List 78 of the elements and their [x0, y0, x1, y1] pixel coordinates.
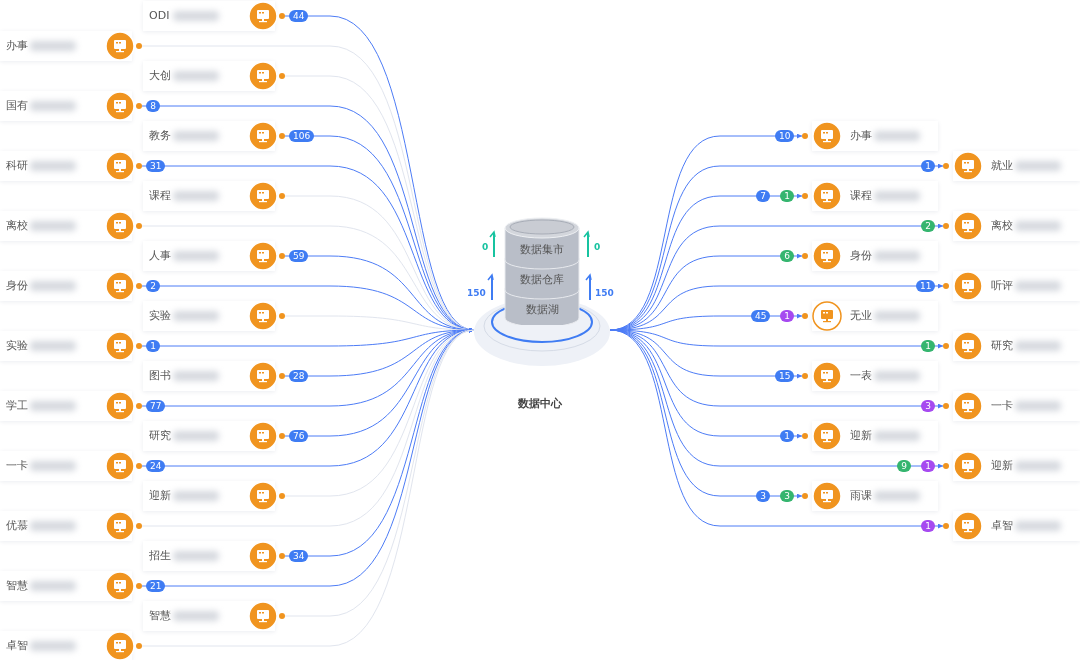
count-badge: 3 [921, 400, 935, 412]
system-name: 听评 [991, 278, 1013, 294]
count-badge: 59 [289, 250, 309, 262]
system-name: 一卡 [991, 398, 1013, 414]
system-name: 就业 [991, 158, 1013, 174]
count-badge: 6 [780, 250, 794, 262]
count-label: 0 [594, 242, 601, 252]
system-name: 迎新 [149, 488, 171, 504]
system-name: 国有 [6, 98, 28, 114]
connector-line [141, 329, 475, 647]
system-name: 身份 [6, 278, 28, 294]
count-badge: 2 [921, 220, 935, 232]
count-badge: 34 [289, 550, 309, 562]
system-name: 智慧 [149, 608, 171, 624]
system-name: 卓智 [6, 638, 28, 654]
system-name: 优慕 [6, 518, 28, 534]
count-badge: 9 [897, 460, 911, 472]
system-name: 研究 [991, 338, 1013, 354]
system-name: 图书 [149, 368, 171, 384]
count-badge: 1 [921, 160, 935, 172]
system-name: 大创 [149, 68, 171, 84]
count-badge: 28 [289, 370, 309, 382]
system-name: 迎新 [850, 428, 872, 444]
system-name: 课程 [149, 188, 171, 204]
system-name: 办事 [850, 128, 872, 144]
count-badge: 45 [751, 310, 771, 322]
system-name: 一表 [850, 368, 872, 384]
count-badge: 8 [146, 100, 160, 112]
count-badge: 3 [780, 490, 794, 502]
tier-label: 数据仓库 [519, 272, 565, 287]
count-badge: 24 [146, 460, 166, 472]
tier-label: 数据集市 [519, 242, 565, 257]
system-name: 研究 [149, 428, 171, 444]
system-name: 实验 [149, 308, 171, 324]
count-badge: 77 [146, 400, 166, 412]
count-badge: 1 [780, 190, 794, 202]
system-name: 卓智 [991, 518, 1013, 534]
count-badge: 31 [146, 160, 166, 172]
system-name: 科研 [6, 158, 28, 174]
count-badge: 3 [756, 490, 770, 502]
count-badge: 21 [146, 580, 166, 592]
system-name: 实验 [6, 338, 28, 354]
connector-line [609, 313, 803, 331]
system-name: 课程 [850, 188, 872, 204]
system-name: 教务 [149, 128, 171, 144]
count-badge: 2 [146, 280, 160, 292]
system-name: 办事 [6, 38, 28, 54]
count-badge: 10 [775, 130, 795, 142]
system-name: 人事 [149, 248, 171, 264]
system-name: 迎新 [991, 458, 1013, 474]
system-name: 身份 [850, 248, 872, 264]
count-label: 150 [595, 288, 614, 298]
count-badge: 11 [916, 280, 936, 292]
count-badge: 44 [289, 10, 309, 22]
count-badge: 1 [921, 520, 935, 532]
system-name: ODI [149, 8, 170, 24]
count-label: 150 [467, 288, 486, 298]
system-name: 离校 [6, 218, 28, 234]
connector-line [141, 329, 475, 587]
count-badge: 76 [289, 430, 309, 442]
count-badge: 1 [921, 460, 935, 472]
count-badge: 1 [780, 430, 794, 442]
count-badge: 1 [921, 340, 935, 352]
count-badge: 106 [289, 130, 315, 142]
system-name: 招生 [149, 548, 171, 564]
system-name: 一卡 [6, 458, 28, 474]
count-badge: 7 [756, 190, 770, 202]
system-name: 智慧 [6, 578, 28, 594]
count-label: 0 [482, 242, 489, 252]
count-badge: 15 [775, 370, 795, 382]
system-name: 无业 [850, 308, 872, 324]
system-name: 雨课 [850, 488, 872, 504]
count-badge: 1 [146, 340, 160, 352]
caption: 数据中心 [518, 396, 562, 411]
count-badge: 1 [780, 310, 794, 322]
system-name: 离校 [991, 218, 1013, 234]
tier-label: 数据湖 [524, 302, 560, 317]
system-name: 学工 [6, 398, 28, 414]
